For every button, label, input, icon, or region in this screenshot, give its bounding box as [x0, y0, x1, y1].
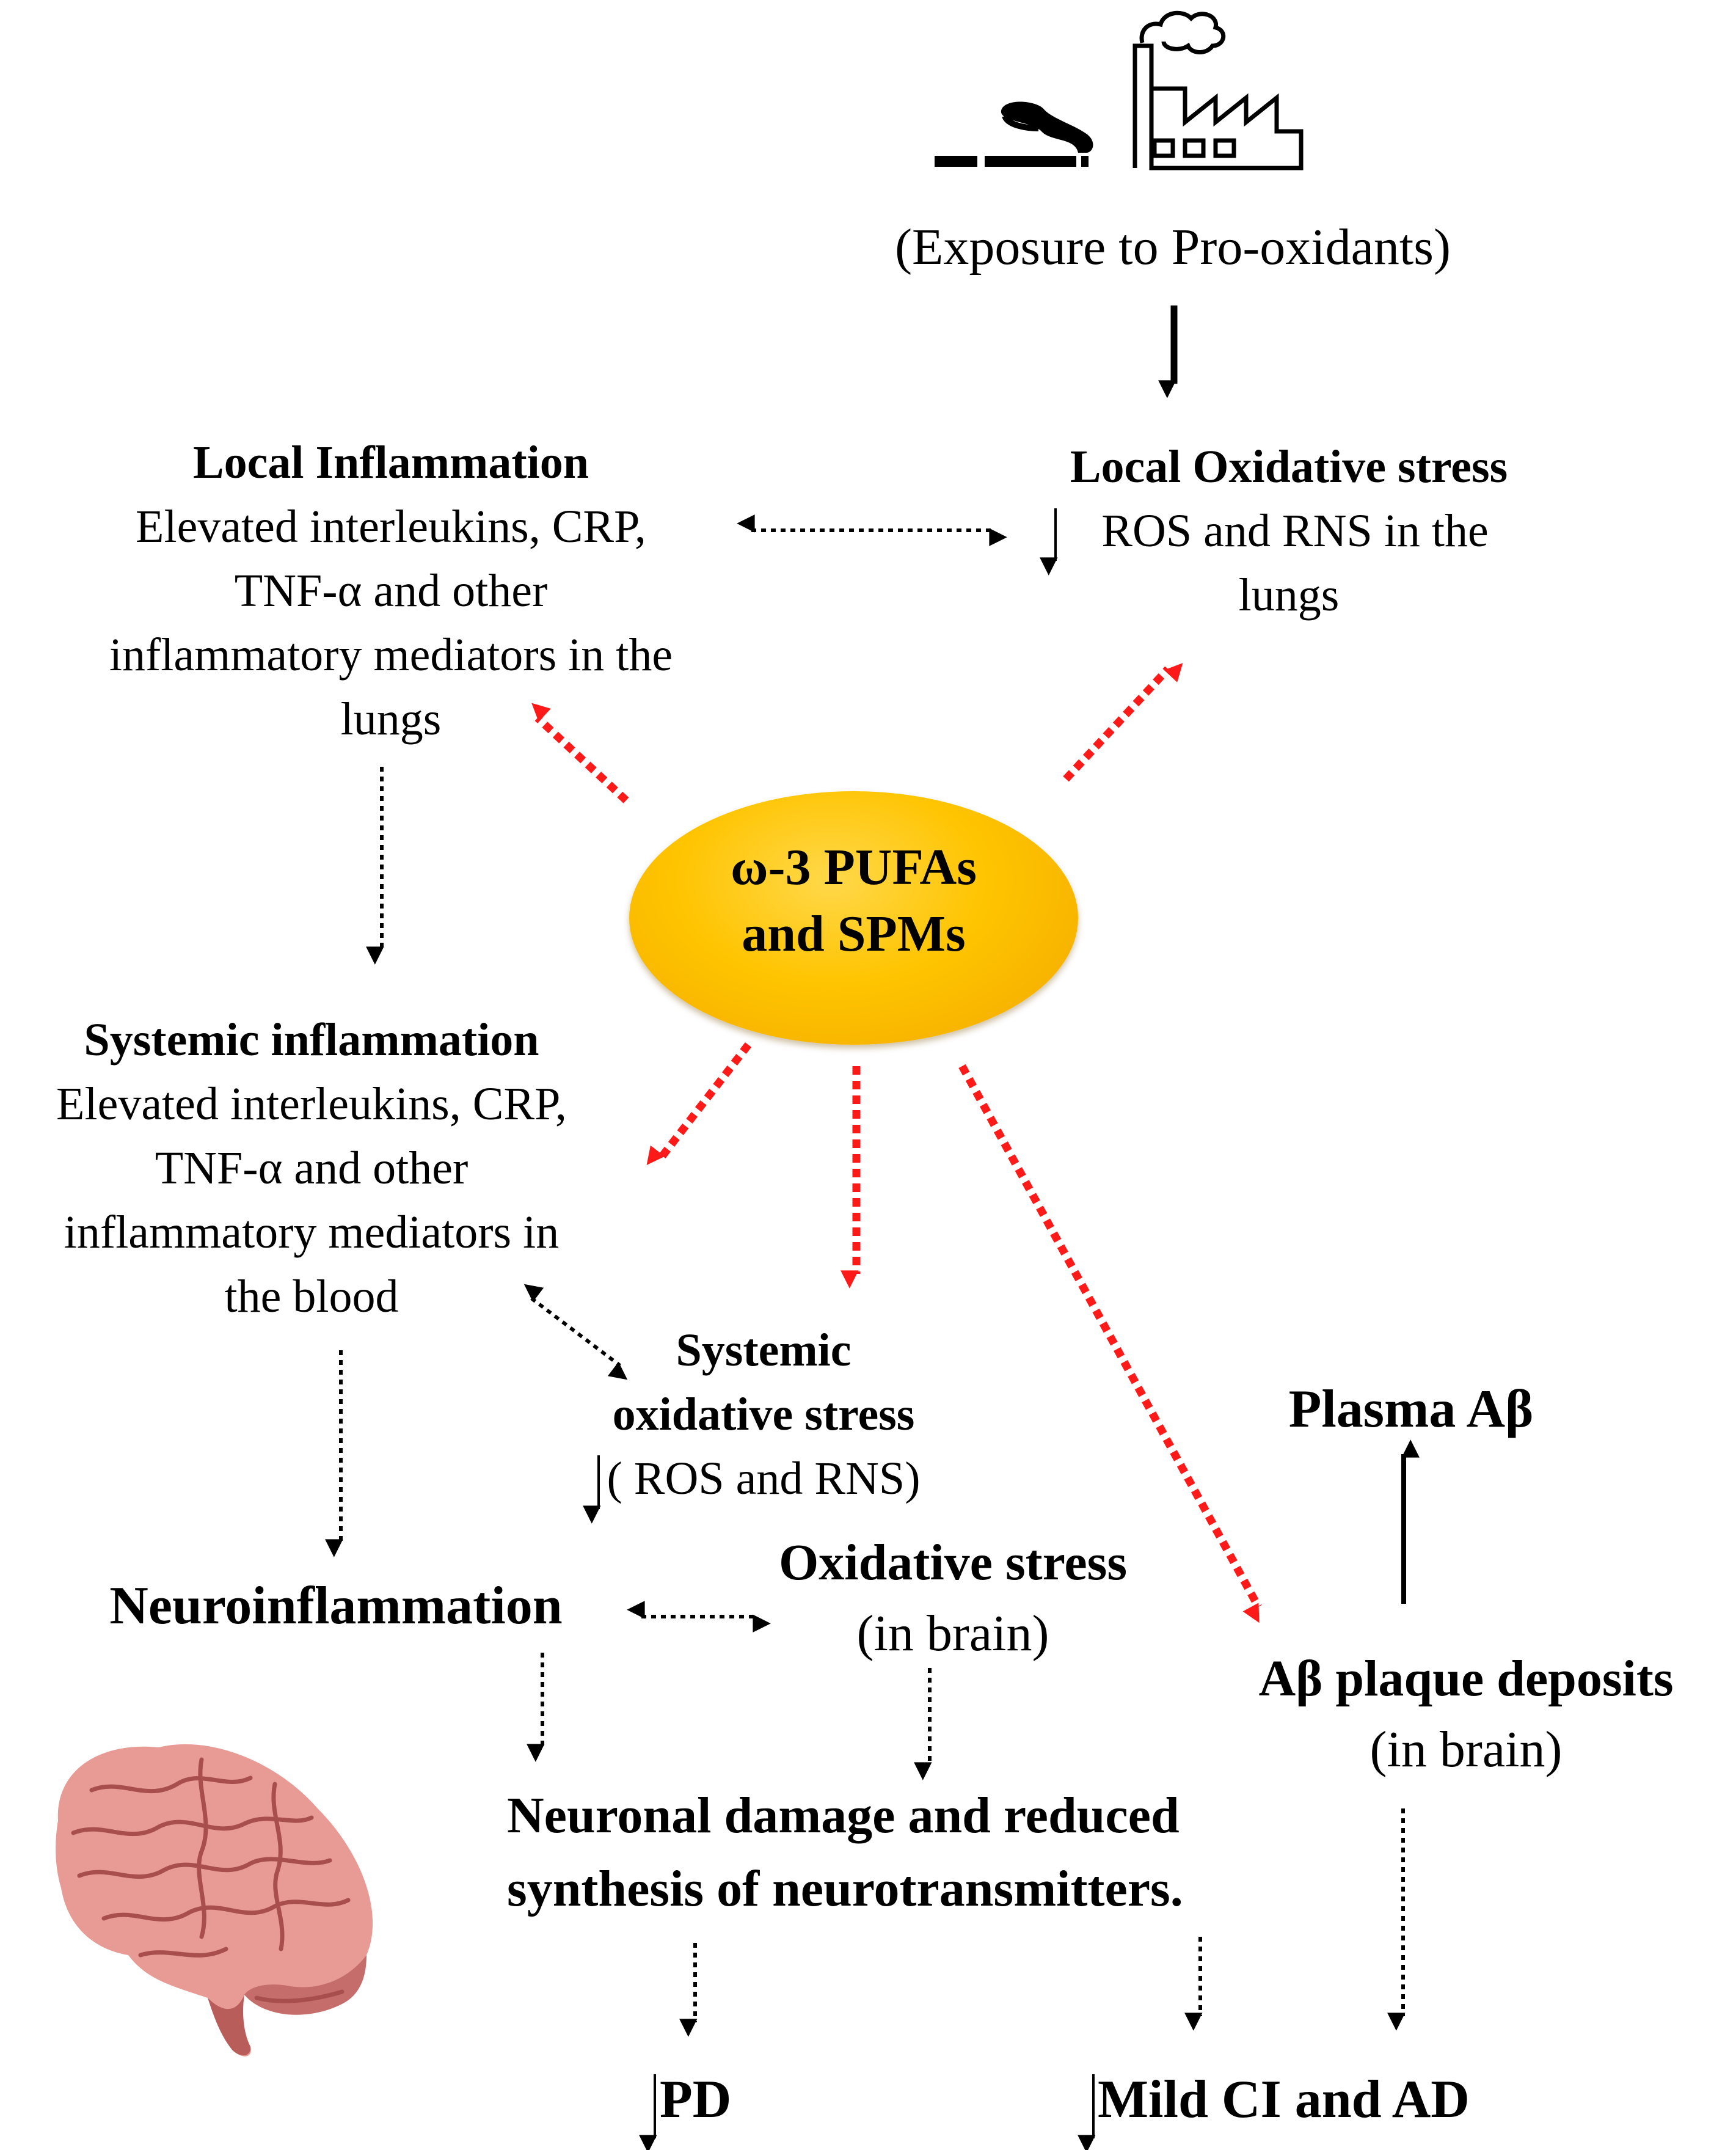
systemic-inflammation-line: TNF-α and other	[155, 1142, 469, 1194]
local-oxidative-line: lungs	[1238, 569, 1340, 621]
omega3-label: ω-3 PUFAs and SPMs	[731, 839, 977, 963]
local-oxidative-box: Local Oxidative stress ROS and RNS in th…	[1002, 435, 1576, 627]
systemic-inflammation-line: inflammatory mediators in	[64, 1206, 560, 1258]
exposure-label: (Exposure to Pro-oxidants)	[895, 219, 1451, 276]
local-inflammation-title: Local Inflammation	[192, 437, 589, 488]
systemic-oxidative-box: Systemic oxidative stress ( ROS and RNS)	[550, 1318, 977, 1511]
systemic-oxidative-line: oxidative stress	[612, 1388, 915, 1440]
abeta-plaque-detail: (in brain)	[1369, 1720, 1563, 1778]
local-inflammation-line: Elevated interleukins, CRP,	[136, 500, 646, 552]
red-arrow-to-systemic-inflammation	[646, 1042, 752, 1165]
factory-icon	[1132, 10, 1304, 170]
local-inflammation-box: Local Inflammation Elevated interleukins…	[24, 431, 757, 751]
systemic-inflammation-title: Systemic inflammation	[84, 1014, 539, 1066]
neuronal-damage-line: Neuronal damage and reduced	[507, 1787, 1180, 1844]
local-inflammation-line: lungs	[340, 693, 442, 745]
red-arrow-to-local-inflammation	[531, 703, 629, 803]
local-oxidative-line: ROS and RNS in the	[1101, 505, 1489, 557]
neuroinflammation-label: Neuroinflammation	[109, 1576, 563, 1636]
systemic-inflammation-line: Elevated interleukins, CRP,	[56, 1078, 567, 1130]
oxidative-brain-detail: (in brain)	[856, 1604, 1049, 1662]
plasma-abeta-label: Plasma Aβ	[1288, 1380, 1534, 1439]
pd-label: PD	[660, 2070, 732, 2129]
abeta-plaque-title: Aβ plaque deposits	[1258, 1650, 1674, 1707]
brain-image	[56, 1744, 373, 2057]
arrow-systemic-inflammation-oxidative	[523, 1284, 628, 1380]
systemic-oxidative-line: Systemic	[676, 1325, 852, 1376]
cigarette-smoke-icon	[935, 101, 1093, 167]
abeta-plaque-box: Aβ plaque deposits (in brain)	[1197, 1644, 1735, 1785]
red-arrow-to-local-oxidative	[1063, 663, 1183, 782]
oxidative-brain-box: Oxidative stress (in brain)	[733, 1527, 1173, 1669]
neuronal-damage-box: Neuronal damage and reduced synthesis of…	[507, 1779, 1338, 1926]
local-inflammation-line: inflammatory mediators in the	[109, 629, 673, 681]
systemic-inflammation-box: Systemic inflammation Elevated interleuk…	[0, 1008, 623, 1328]
systemic-oxidative-detail: ( ROS and RNS)	[607, 1452, 921, 1504]
local-oxidative-title: Local Oxidative stress	[1070, 441, 1508, 492]
systemic-inflammation-line: the blood	[224, 1270, 399, 1322]
red-arrow-to-abeta-plaque	[958, 1064, 1262, 1623]
local-inflammation-line: TNF-α and other	[234, 565, 548, 616]
mci-ad-label: Mild CI and AD	[1098, 2070, 1470, 2129]
oxidative-brain-title: Oxidative stress	[778, 1534, 1128, 1591]
neuronal-damage-line: synthesis of neurotransmitters.	[507, 1860, 1183, 1918]
omega3-oval	[629, 791, 1078, 1045]
